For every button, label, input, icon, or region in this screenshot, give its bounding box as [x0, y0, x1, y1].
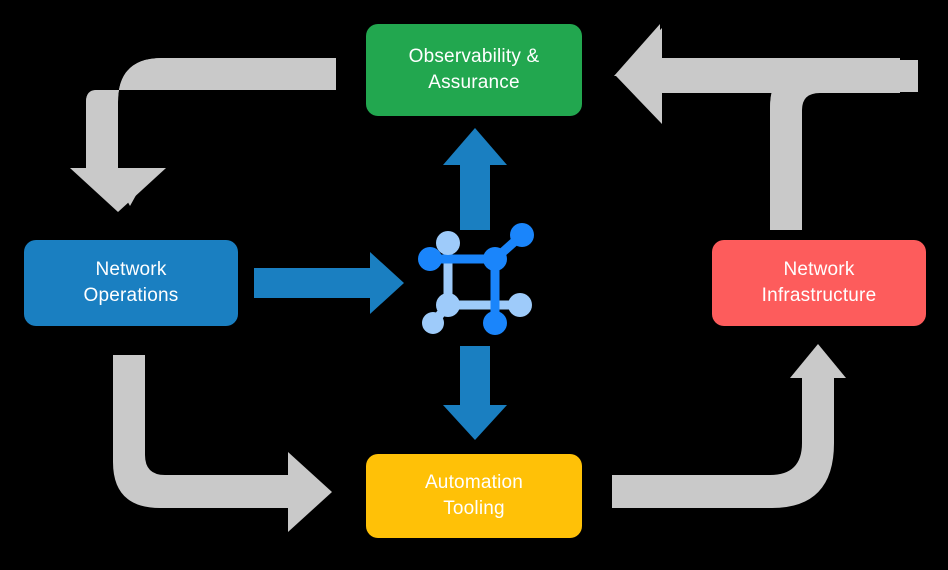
box-automation-tooling[interactable]: Automation Tooling — [366, 454, 582, 538]
box-observability-assurance[interactable]: Observability & Assurance — [366, 24, 582, 116]
network-topology-icon — [418, 218, 542, 342]
arrow-infrastructure-to-observability — [614, 24, 918, 230]
arrow-center-to-automation — [443, 346, 507, 440]
arrow-operations-to-automation — [113, 355, 332, 532]
topology-nodes-dark — [418, 223, 534, 335]
box-network-infrastructure[interactable]: Network Infrastructure — [712, 240, 926, 326]
arrow-observability-to-operations — [70, 58, 336, 212]
box-network-operations[interactable]: Network Operations — [24, 240, 238, 326]
topology-nodes-light — [422, 231, 532, 334]
arrow-center-to-observability — [443, 128, 507, 230]
arrow-automation-to-infrastructure — [612, 344, 846, 508]
arrow-operations-to-center — [254, 252, 404, 314]
